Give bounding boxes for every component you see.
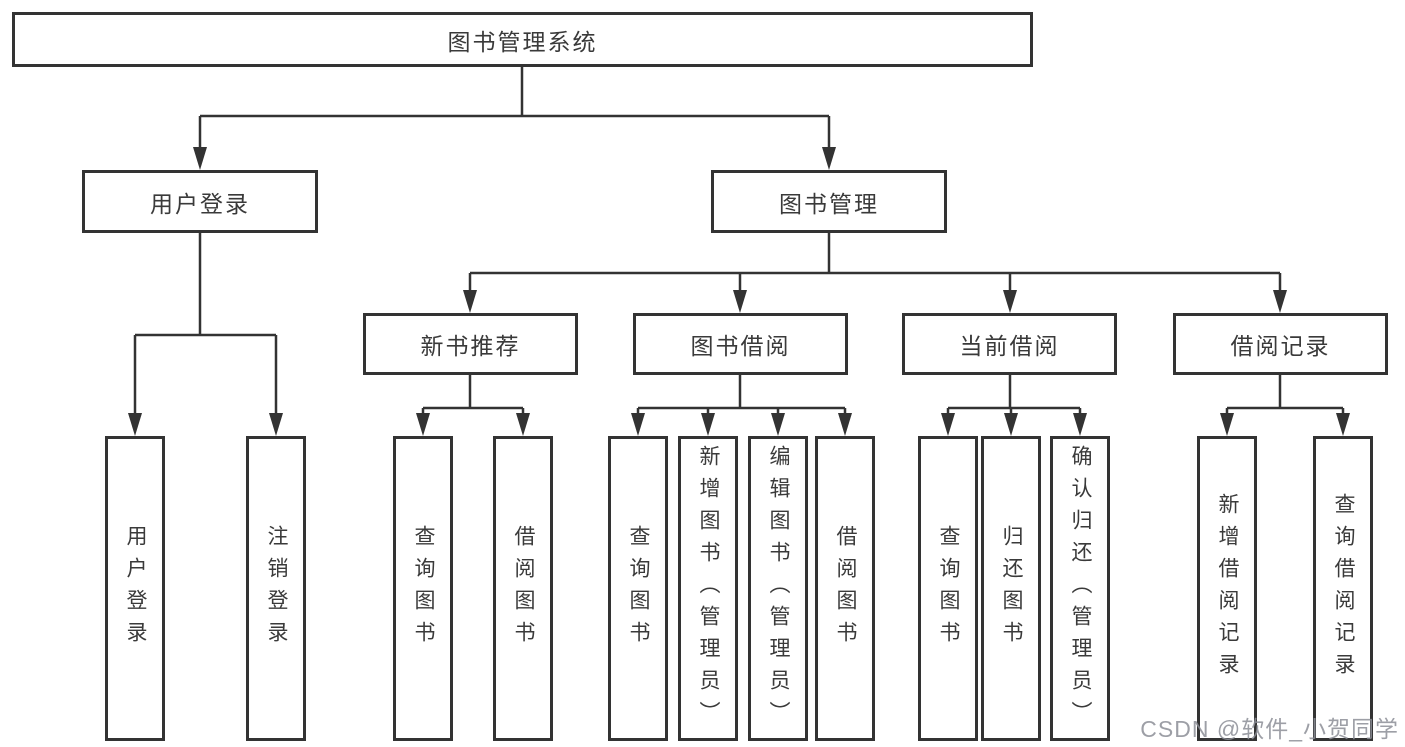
leaf-user-login: 用户登录 <box>105 436 165 741</box>
arrow-icon <box>1003 290 1017 313</box>
arrow-icon <box>463 290 477 313</box>
arrow-icon <box>838 413 852 436</box>
arrow-icon <box>516 413 530 436</box>
arrow-icon <box>128 413 142 436</box>
leaf-confirm-return-admin: 确认归还（管理员） <box>1050 436 1110 741</box>
node-book-borrow: 图书借阅 <box>633 313 848 375</box>
connector-stems <box>133 67 1345 414</box>
node-root: 图书管理系统 <box>12 12 1033 67</box>
arrow-icon <box>1220 413 1234 436</box>
arrow-icon <box>1004 413 1018 436</box>
leaf-logout: 注销登录 <box>246 436 306 741</box>
leaf-return-book: 归还图书 <box>981 436 1041 741</box>
watermark-text: CSDN @软件_小贺同学 <box>1140 716 1399 742</box>
leaf-add-borrow-record: 新增借阅记录 <box>1197 436 1257 741</box>
node-user-login: 用户登录 <box>82 170 318 233</box>
arrow-icon <box>822 147 836 170</box>
arrow-icon <box>269 413 283 436</box>
arrowheads <box>128 147 1350 436</box>
arrow-icon <box>941 413 955 436</box>
arrow-icon <box>1073 413 1087 436</box>
arrow-icon <box>631 413 645 436</box>
node-new-book-recommend: 新书推荐 <box>363 313 578 375</box>
node-current-borrow: 当前借阅 <box>902 313 1117 375</box>
leaf-add-book-admin: 新增图书（管理员） <box>678 436 738 741</box>
node-book-management: 图书管理 <box>711 170 947 233</box>
arrow-icon <box>193 147 207 170</box>
arrow-icon <box>733 290 747 313</box>
leaf-query-books-recommend: 查询图书 <box>393 436 453 741</box>
leaf-borrow-books-recommend: 借阅图书 <box>493 436 553 741</box>
leaf-query-borrow-record: 查询借阅记录 <box>1313 436 1373 741</box>
arrow-icon <box>1273 290 1287 313</box>
leaf-query-books-borrow: 查询图书 <box>608 436 668 741</box>
leaf-borrow-books: 借阅图书 <box>815 436 875 741</box>
arrow-icon <box>771 413 785 436</box>
leaf-query-books-current: 查询图书 <box>918 436 978 741</box>
leaf-edit-book-admin: 编辑图书（管理员） <box>748 436 808 741</box>
node-borrow-records: 借阅记录 <box>1173 313 1388 375</box>
arrow-icon <box>1336 413 1350 436</box>
arrow-icon <box>416 413 430 436</box>
arrow-icon <box>701 413 715 436</box>
